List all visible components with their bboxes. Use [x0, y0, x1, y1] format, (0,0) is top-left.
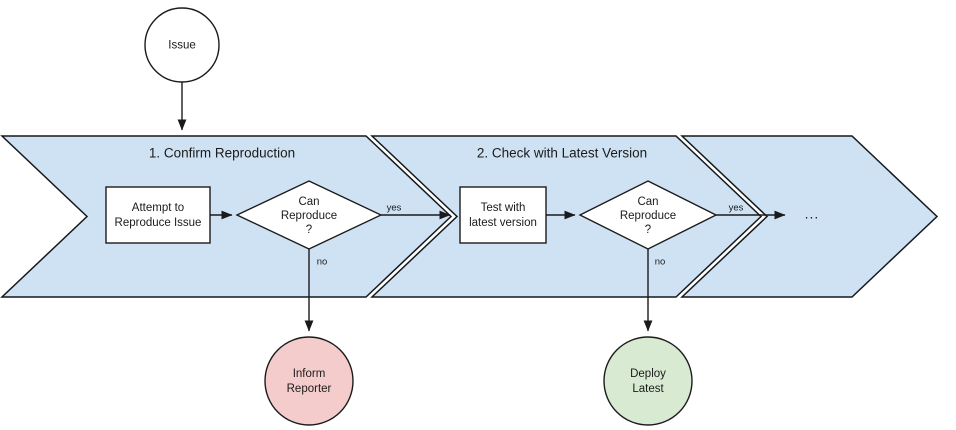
- test-with-latest-version-label-line2: latest version: [469, 217, 537, 229]
- can-reproduce-decision-2-label-line3: ?: [645, 224, 651, 236]
- test-with-latest-version-shape: [459, 186, 547, 244]
- issue-node-label: Issue: [168, 40, 196, 52]
- deploy-latest-node-label-line1: Deploy: [630, 368, 666, 380]
- continuation-ellipsis: ...: [805, 206, 820, 222]
- test-with-latest-version[interactable]: Test with latest version: [459, 186, 547, 244]
- stage-banner-group: [0, 135, 939, 298]
- edge-label-yes-2: yes: [729, 203, 744, 214]
- inform-reporter-node-label-line1: Inform: [293, 368, 326, 380]
- stage-3-banner: [680, 135, 939, 298]
- attempt-to-reproduce-issue[interactable]: Attempt to Reproduce Issue: [105, 186, 211, 244]
- edge-label-no-2: no: [655, 257, 666, 268]
- inform-reporter-node-shape: [264, 336, 354, 426]
- can-reproduce-decision-1-label-line1: Can: [298, 196, 319, 208]
- issue-node[interactable]: Issue: [144, 7, 220, 83]
- deploy-latest-node[interactable]: Deploy Latest: [603, 336, 693, 426]
- stage-2-title: 2. Check with Latest Version: [477, 146, 647, 161]
- can-reproduce-decision-2-label-line2: Reproduce: [620, 210, 676, 222]
- inform-reporter-node-label-line2: Reporter: [287, 383, 332, 395]
- attempt-to-reproduce-issue-label-line1: Attempt to: [132, 202, 184, 214]
- can-reproduce-decision-1-label-line3: ?: [306, 224, 312, 236]
- can-reproduce-decision-2-label-line1: Can: [637, 196, 658, 208]
- test-with-latest-version-label-line1: Test with: [481, 202, 526, 214]
- stage-1-title: 1. Confirm Reproduction: [149, 146, 295, 161]
- can-reproduce-decision-1[interactable]: Can Reproduce ?: [235, 180, 383, 250]
- deploy-latest-node-label-line2: Latest: [632, 383, 664, 395]
- edge-label-no-1: no: [317, 257, 328, 268]
- edge-label-yes-1: yes: [387, 203, 402, 214]
- deploy-latest-node-shape: [603, 336, 693, 426]
- attempt-to-reproduce-issue-label-line2: Reproduce Issue: [115, 217, 202, 229]
- can-reproduce-decision-1-label-line2: Reproduce: [281, 210, 337, 222]
- inform-reporter-node[interactable]: Inform Reporter: [264, 336, 354, 426]
- attempt-to-reproduce-issue-shape: [105, 186, 211, 244]
